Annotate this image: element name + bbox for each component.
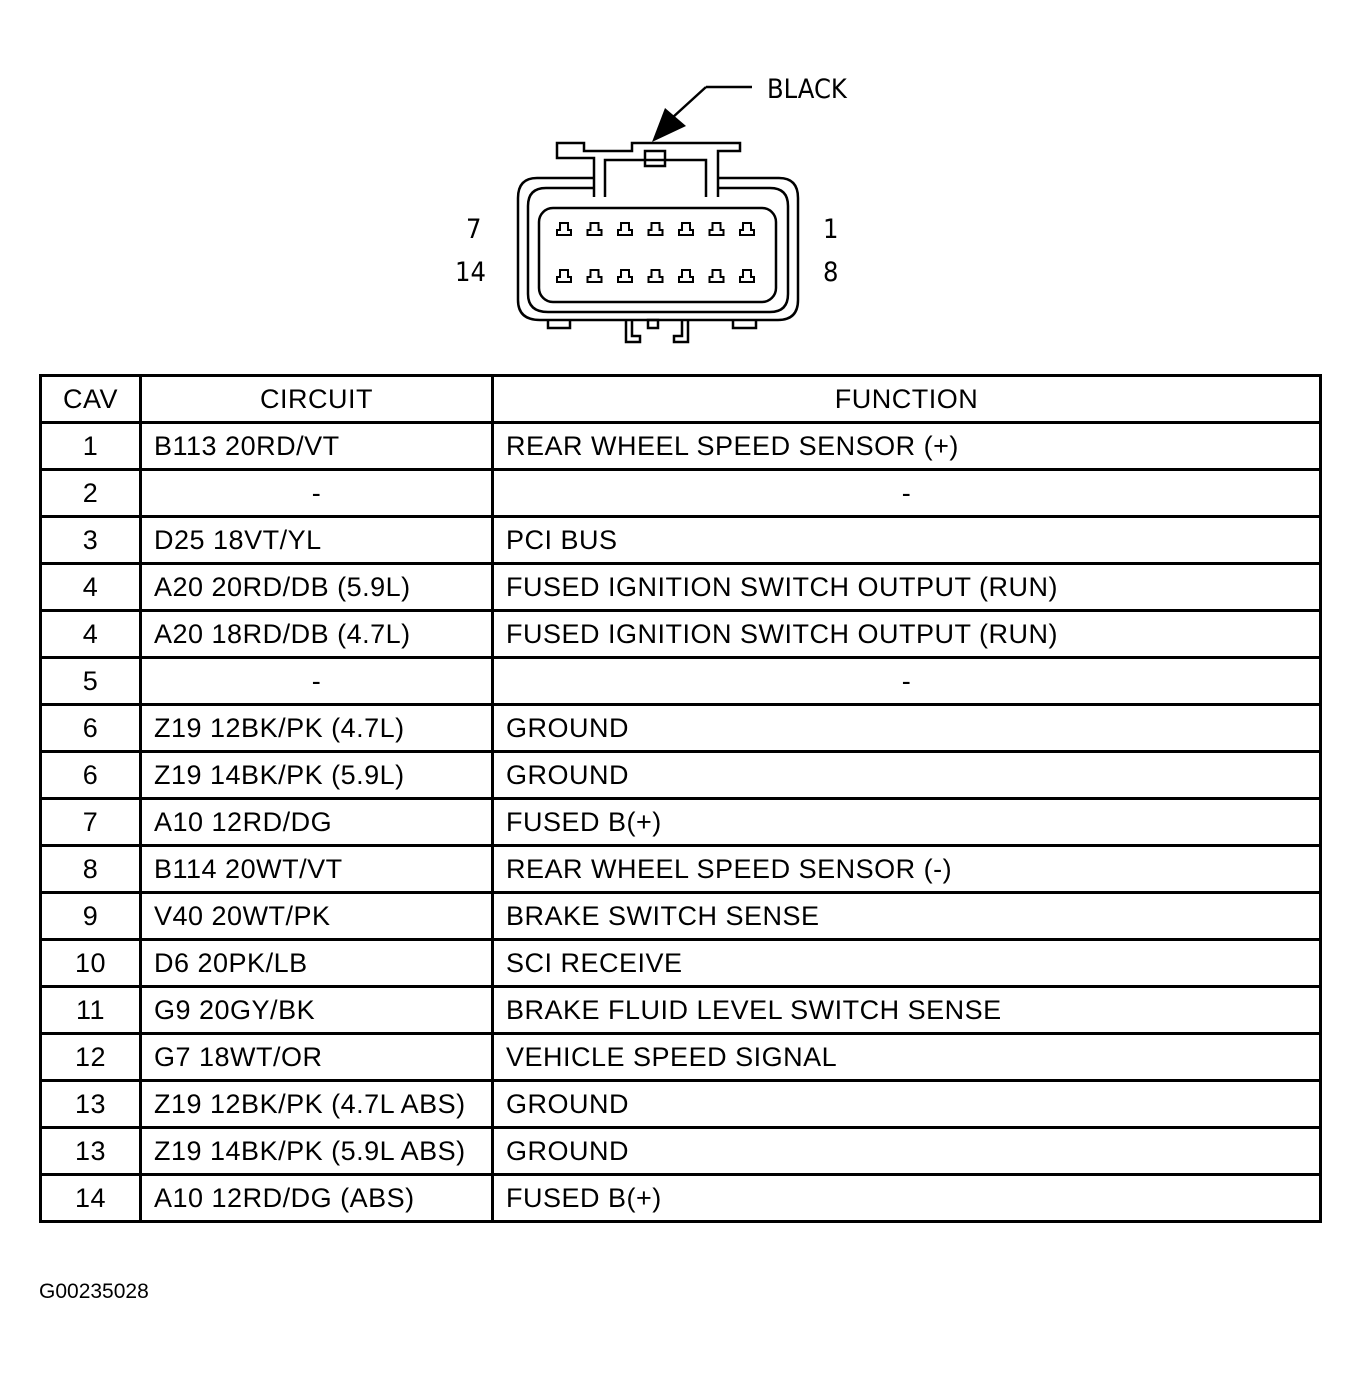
connector-pin xyxy=(617,222,633,236)
connector-color-label: BLACK xyxy=(767,74,848,105)
cav-cell: 6 xyxy=(39,750,142,800)
cav-cell: 4 xyxy=(39,562,142,612)
circuit-cell: Z19 14BK/PK (5.9L ABS) xyxy=(139,1126,494,1176)
function-cell: BRAKE SWITCH SENSE xyxy=(491,891,1322,941)
circuit-cell: A20 20RD/DB (5.9L) xyxy=(139,562,494,612)
cav-cell: 8 xyxy=(39,844,142,894)
connector-pin xyxy=(617,269,633,283)
cavity-label-1: 1 xyxy=(823,214,838,245)
function-cell: GROUND xyxy=(491,703,1322,753)
figure-id: G00235028 xyxy=(39,1280,149,1303)
circuit-cell: D6 20PK/LB xyxy=(139,938,494,988)
function-cell: GROUND xyxy=(491,1126,1322,1176)
circuit-cell: A20 18RD/DB (4.7L) xyxy=(139,609,494,659)
circuit-cell: - xyxy=(139,468,494,518)
function-cell: REAR WHEEL SPEED SENSOR (+) xyxy=(491,421,1322,471)
header-circuit: CIRCUIT xyxy=(139,374,494,424)
function-cell: BRAKE FLUID LEVEL SWITCH SENSE xyxy=(491,985,1322,1035)
function-cell: REAR WHEEL SPEED SENSOR (-) xyxy=(491,844,1322,894)
cavity-label-14: 14 xyxy=(455,257,486,288)
cav-cell: 11 xyxy=(39,985,142,1035)
cav-cell: 3 xyxy=(39,515,142,565)
circuit-cell: A10 12RD/DG (ABS) xyxy=(139,1173,494,1223)
function-cell: FUSED IGNITION SWITCH OUTPUT (RUN) xyxy=(491,562,1322,612)
cavity-label-7: 7 xyxy=(466,214,481,245)
cav-cell: 10 xyxy=(39,938,142,988)
circuit-cell: B114 20WT/VT xyxy=(139,844,494,894)
circuit-cell: D25 18VT/YL xyxy=(139,515,494,565)
connector-pin xyxy=(556,222,572,236)
cav-cell: 5 xyxy=(39,656,142,706)
function-cell: GROUND xyxy=(491,1079,1322,1129)
function-cell: FUSED IGNITION SWITCH OUTPUT (RUN) xyxy=(491,609,1322,659)
circuit-cell: V40 20WT/PK xyxy=(139,891,494,941)
connector-pin xyxy=(586,222,603,236)
cav-cell: 13 xyxy=(39,1126,142,1176)
circuit-cell: Z19 12BK/PK (4.7L ABS) xyxy=(139,1079,494,1129)
function-cell: FUSED B(+) xyxy=(491,1173,1322,1223)
connector-pin xyxy=(678,269,694,283)
circuit-cell: - xyxy=(139,656,494,706)
circuit-cell: B113 20RD/VT xyxy=(139,421,494,471)
table-row: 5-- xyxy=(39,656,1322,706)
connector-pin xyxy=(739,269,755,283)
cav-cell: 12 xyxy=(39,1032,142,1082)
connector-pin xyxy=(708,269,725,283)
cav-cell: 13 xyxy=(39,1079,142,1129)
connector-pin xyxy=(556,269,572,283)
connector-pin xyxy=(708,222,725,236)
function-cell: FUSED B(+) xyxy=(491,797,1322,847)
header-cav: CAV xyxy=(39,374,142,424)
table-header-row: CAV CIRCUIT FUNCTION xyxy=(39,374,1322,424)
circuit-cell: G9 20GY/BK xyxy=(139,985,494,1035)
circuit-cell: G7 18WT/OR xyxy=(139,1032,494,1082)
cav-cell: 9 xyxy=(39,891,142,941)
table-row: 2-- xyxy=(39,468,1322,518)
connector-pin xyxy=(586,269,603,283)
cavity-label-8: 8 xyxy=(823,257,838,288)
function-cell: - xyxy=(491,468,1322,518)
connector-pin xyxy=(739,222,755,236)
circuit-cell: Z19 12BK/PK (4.7L) xyxy=(139,703,494,753)
cav-cell: 4 xyxy=(39,609,142,659)
connector-pin xyxy=(647,222,664,236)
function-cell: SCI RECEIVE xyxy=(491,938,1322,988)
arrow-pointer-icon xyxy=(652,85,752,142)
connector-pin-grid xyxy=(556,222,755,283)
cav-cell: 14 xyxy=(39,1173,142,1223)
cav-cell: 2 xyxy=(39,468,142,518)
cav-cell: 1 xyxy=(39,421,142,471)
cav-cell: 6 xyxy=(39,703,142,753)
header-function: FUNCTION xyxy=(491,374,1322,424)
function-cell: GROUND xyxy=(491,750,1322,800)
circuit-cell: A10 12RD/DG xyxy=(139,797,494,847)
connector-pin xyxy=(647,269,664,283)
function-cell: - xyxy=(491,656,1322,706)
circuit-cell: Z19 14BK/PK (5.9L) xyxy=(139,750,494,800)
connector-housing xyxy=(516,141,800,344)
cav-cell: 7 xyxy=(39,797,142,847)
connector-pin xyxy=(678,222,694,236)
connector-diagram: BLACK 7 1 14 8 xyxy=(455,74,848,344)
function-cell: VEHICLE SPEED SIGNAL xyxy=(491,1032,1322,1082)
function-cell: PCI BUS xyxy=(491,515,1322,565)
